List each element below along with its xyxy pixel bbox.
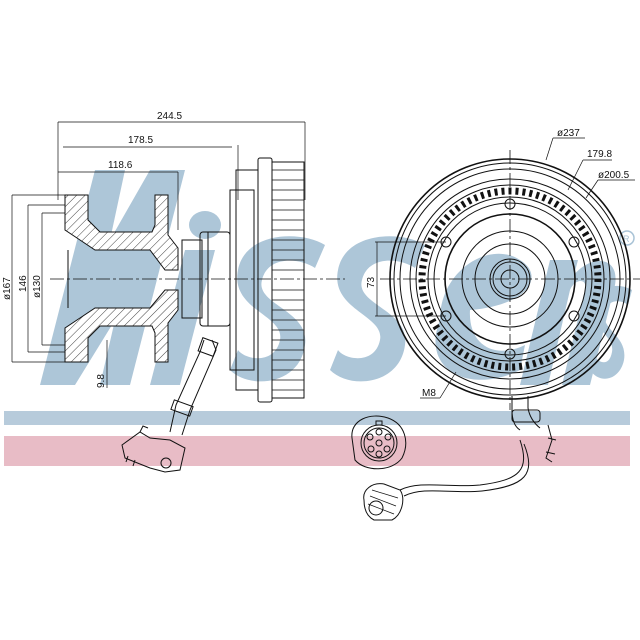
side-view: 244.5 178.5 118.6 ø167 146 ø130 9.8 [2, 111, 345, 473]
pink-band [4, 436, 630, 466]
dim-bolt-circle: 146 [18, 275, 29, 292]
dim-diameter-2: 179.8 [587, 149, 612, 160]
dim-flange-thickness: 9.8 [96, 374, 107, 388]
dim-flange-diameter: ø167 [2, 277, 13, 300]
dim-overall-length: 244.5 [157, 111, 182, 122]
dim-length-2: 178.5 [128, 135, 153, 146]
dim-hub-length: 118.6 [108, 160, 133, 171]
blue-band [4, 411, 630, 425]
watermark-logo [40, 170, 632, 385]
cable-plug [363, 483, 404, 521]
dim-thread: M8 [422, 388, 436, 399]
registered-mark-icon: R [619, 230, 635, 246]
connector-face-detail [351, 415, 407, 470]
svg-text:R: R [623, 234, 630, 244]
dim-outer-diameter: ø237 [557, 128, 580, 139]
dim-pilot-diameter: ø130 [32, 275, 43, 298]
fin-body [271, 161, 305, 399]
front-view: 73 ø237 179.8 ø200.5 M8 [366, 128, 640, 497]
dim-hole-spacing: 73 [366, 276, 377, 288]
dim-diameter-3: ø200.5 [598, 170, 630, 181]
